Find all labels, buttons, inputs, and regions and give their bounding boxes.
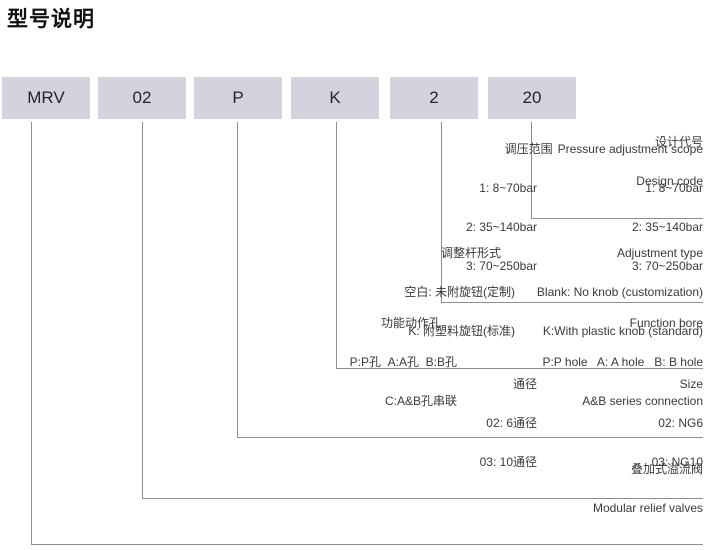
code-box-mrv: MRV (2, 77, 90, 119)
connector-vline-adjustment (336, 122, 337, 368)
code-box-pressure: 2 (390, 77, 478, 119)
function-bore-option-zh: C:A&B孔串联 (384, 394, 457, 408)
size-option-zh: 02: 6通径 (486, 416, 537, 430)
design-code-label-zh: 设计代号 (654, 135, 703, 149)
pressure-option-en: 2: 35~140bar (631, 220, 703, 234)
code-box-design: 20 (488, 77, 576, 119)
design-code-section: 设计代号 Design code (636, 110, 703, 214)
adjustment-header-en: Adjustment type (616, 246, 703, 260)
product-name-zh: 叠加式溢流阀 (630, 462, 703, 476)
connector-hline-adjustment (336, 368, 703, 369)
adjustment-type-row: K: 附塑料旋钮(标准) K:With plastic knob (standar… (404, 325, 703, 338)
size-section: 通径 Size 02: 6通径 02: NG6 03: 10通径 03: NG10 (480, 352, 703, 495)
connector-vline-function (237, 122, 238, 437)
code-box-function: P (194, 77, 282, 119)
connector-hline-size (142, 498, 703, 499)
pressure-scope-row: 2: 35~140bar 2: 35~140bar (466, 221, 703, 234)
pressure-scope-header-en: Pressure adjustment scope (557, 142, 703, 156)
function-bore-header-en: Function bore (629, 316, 703, 330)
connector-vline-size (142, 122, 143, 498)
code-box-adjustment: K (291, 77, 379, 119)
adjustment-type-header: 调整杆形式 Adjustment type (404, 247, 703, 260)
size-header: 通径 Size (480, 378, 703, 391)
product-name-en: Modular relief valves (592, 501, 703, 515)
adjustment-type-section: 调整杆形式 Adjustment type 空白: 未附旋钮(定制) Blank: … (404, 221, 703, 364)
product-name-section: 叠加式溢流阀 Modular relief valves (593, 437, 703, 541)
function-bore-option-en: A&B series connection (582, 394, 703, 408)
connector-vline-mrv (31, 122, 32, 544)
function-bore-option-zh: P:P孔 A:A孔 B:B孔 (349, 355, 457, 369)
size-option-en: 02: NG6 (658, 416, 703, 430)
pressure-option-zh: 1: 8~70bar (479, 181, 537, 195)
size-row: 03: 10通径 03: NG10 (480, 456, 703, 469)
adjustment-option-zh: 空白: 未附旋钮(定制) (404, 285, 515, 299)
pressure-option-en: 3: 70~250bar (631, 259, 703, 273)
pressure-option-zh: 2: 35~140bar (465, 220, 537, 234)
size-option-en: 03: NG10 (651, 455, 703, 469)
pressure-scope-row: 3: 70~250bar 3: 70~250bar (466, 260, 703, 273)
adjustment-type-row: 空白: 未附旋钮(定制) Blank: No knob (customizatio… (404, 286, 703, 299)
adjustment-header-zh: 调整杆形式 (440, 246, 501, 260)
pressure-scope-header-zh: 调压范围 (504, 142, 553, 156)
adjustment-option-en: Blank: No knob (customization) (536, 285, 703, 299)
pressure-option-zh: 3: 70~250bar (465, 259, 537, 273)
connector-hline-pressure (441, 302, 703, 303)
function-bore-section: 功能动作孔 Function bore P:P孔 A:A孔 B:B孔 P:P hol… (350, 291, 703, 434)
design-code-label-en: Design code (636, 174, 703, 188)
page-title: 型号说明 (7, 8, 95, 31)
pressure-scope-row: 1: 8~70bar 1: 8~70bar (466, 182, 703, 195)
adjustment-option-en: K:With plastic knob (standard) (542, 324, 703, 338)
function-bore-row: C:A&B孔串联 A&B series connection (350, 395, 703, 408)
function-bore-row: P:P孔 A:A孔 B:B孔 P:P hole A: A hole B: B ho… (350, 356, 703, 369)
function-bore-header: 功能动作孔 Function bore (350, 317, 703, 330)
size-row: 02: 6通径 02: NG6 (480, 417, 703, 430)
connector-hline-mrv (31, 544, 703, 545)
pressure-scope-header: 调压范围 Pressure adjustment scope (466, 143, 703, 156)
code-box-size: 02 (98, 77, 186, 119)
connector-hline-function (237, 437, 703, 438)
connector-hline-design (531, 218, 703, 219)
function-bore-option-en: P:P hole A: A hole B: B hole (542, 355, 703, 369)
size-header-en: Size (679, 377, 703, 391)
pressure-scope-section: 调压范围 Pressure adjustment scope 1: 8~70bar… (466, 117, 703, 299)
size-header-zh: 通径 (512, 377, 537, 391)
connector-vline-pressure (441, 122, 442, 302)
function-bore-header-zh: 功能动作孔 (380, 316, 441, 330)
pressure-option-en: 1: 8~70bar (645, 181, 703, 195)
adjustment-option-zh: K: 附塑料旋钮(标准) (408, 324, 515, 338)
connector-vline-design (531, 122, 532, 218)
size-option-zh: 03: 10通径 (479, 455, 537, 469)
